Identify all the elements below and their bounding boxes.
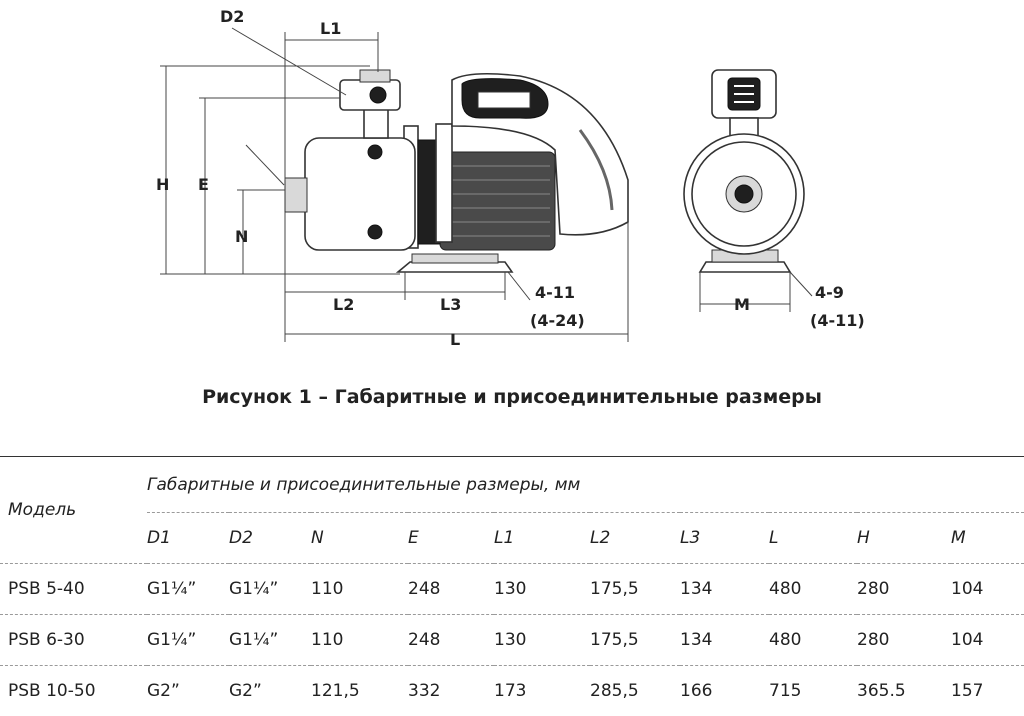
- table-cell: 248: [408, 564, 494, 615]
- table-cell: 280: [857, 615, 951, 666]
- table-cell: 130: [494, 615, 590, 666]
- table-cell: 134: [680, 564, 769, 615]
- table-cell: 248: [408, 615, 494, 666]
- table-cell: G1¼”: [147, 615, 229, 666]
- table-cell: 332: [408, 666, 494, 716]
- table-cell: G1¼”: [229, 615, 311, 666]
- model-cell: PSB 6-30: [0, 615, 147, 666]
- column-header: N: [311, 513, 408, 564]
- label-l2: L2: [333, 295, 354, 314]
- pump-dimension-drawing: D2 L1 H E N L2 L3 L 4-11 (4-24) M 4-9 (4…: [0, 0, 1024, 360]
- column-header: E: [408, 513, 494, 564]
- label-bolt-side-alt: (4-24): [530, 311, 585, 330]
- column-header: D1: [147, 513, 229, 564]
- column-header: M: [951, 513, 1024, 564]
- table-cell: 166: [680, 666, 769, 716]
- label-bolt-front-alt: (4-11): [810, 311, 865, 330]
- table-cell: G2”: [229, 666, 311, 716]
- table-cell: G1¼”: [147, 564, 229, 615]
- model-header: Модель: [0, 457, 147, 564]
- dimensions-table: Модель Габаритные и присоединительные ра…: [0, 456, 1024, 716]
- table-cell: 104: [951, 564, 1024, 615]
- figure-caption: Рисунок 1 – Габаритные и присоединительн…: [0, 386, 1024, 408]
- label-bolt-side: 4-11: [535, 283, 575, 302]
- column-header: L3: [680, 513, 769, 564]
- model-cell: PSB 10-50: [0, 666, 147, 716]
- table-cell: 365.5: [857, 666, 951, 716]
- table-cell: 134: [680, 615, 769, 666]
- label-bolt-front: 4-9: [815, 283, 844, 302]
- table-cell: 121,5: [311, 666, 408, 716]
- table-cell: 280: [857, 564, 951, 615]
- group-header: Габаритные и присоединительные размеры, …: [147, 457, 1024, 513]
- table-cell: G2”: [147, 666, 229, 716]
- table-header-row: Модель Габаритные и присоединительные ра…: [0, 457, 1024, 513]
- label-l3: L3: [440, 295, 461, 314]
- table-cell: 130: [494, 564, 590, 615]
- table-row: PSB 6-30 G1¼” G1¼” 110 248 130 175,5 134…: [0, 615, 1024, 666]
- table-cell: 175,5: [590, 615, 680, 666]
- model-cell: PSB 5-40: [0, 564, 147, 615]
- table-cell: G1¼”: [229, 564, 311, 615]
- column-header: H: [857, 513, 951, 564]
- column-header-row: D1 D2 N E L1 L2 L3 L H M: [0, 513, 1024, 564]
- table-cell: 480: [769, 615, 857, 666]
- table-cell: 715: [769, 666, 857, 716]
- column-header: D2: [229, 513, 311, 564]
- table-cell: 157: [951, 666, 1024, 716]
- table-cell: 480: [769, 564, 857, 615]
- label-h: H: [156, 175, 169, 194]
- table-row: PSB 10-50 G2” G2” 121,5 332 173 285,5 16…: [0, 666, 1024, 716]
- column-header: L1: [494, 513, 590, 564]
- table-cell: 173: [494, 666, 590, 716]
- table-cell: 110: [311, 564, 408, 615]
- label-d2: D2: [220, 7, 244, 26]
- pump-side-view: [285, 70, 628, 272]
- label-l1: L1: [320, 19, 341, 38]
- label-n: N: [235, 227, 248, 246]
- label-l: L: [450, 330, 460, 349]
- label-m: M: [734, 295, 750, 314]
- table-row: PSB 5-40 G1¼” G1¼” 110 248 130 175,5 134…: [0, 564, 1024, 615]
- label-e: E: [198, 175, 209, 194]
- pump-front-view: [684, 70, 804, 272]
- table-cell: 104: [951, 615, 1024, 666]
- table-cell: 285,5: [590, 666, 680, 716]
- table-cell: 175,5: [590, 564, 680, 615]
- table-cell: 110: [311, 615, 408, 666]
- column-header: L: [769, 513, 857, 564]
- column-header: L2: [590, 513, 680, 564]
